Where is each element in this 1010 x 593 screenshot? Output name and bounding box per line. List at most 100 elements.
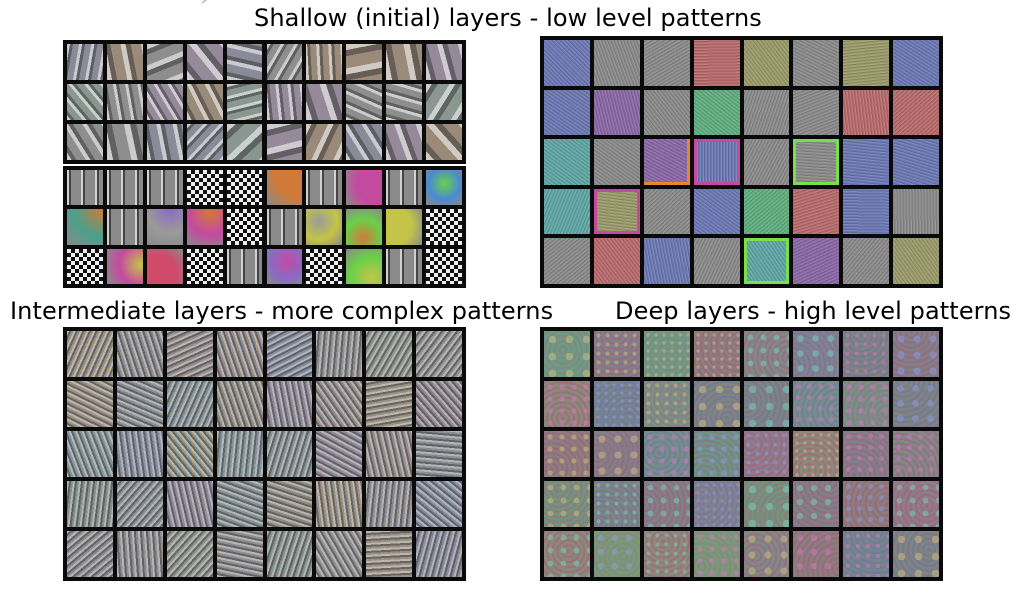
deep-feature-map-tile bbox=[643, 531, 690, 577]
shallow-feature-map-tile bbox=[843, 40, 890, 86]
shallow-feature-map-tile bbox=[843, 238, 890, 284]
intermediate-feature-map-tile bbox=[316, 381, 363, 427]
shallow-feature-map-tile bbox=[793, 188, 840, 235]
shallow-feature-map-tile bbox=[593, 139, 640, 185]
shallow-feature-map-tile bbox=[544, 139, 590, 185]
shallow-color-filter-tile bbox=[346, 248, 383, 284]
shallow-feature-map-tile bbox=[544, 89, 590, 136]
shallow-feature-map-tile bbox=[593, 238, 640, 284]
deep-feature-map-tile bbox=[843, 381, 890, 427]
intermediate-feature-map-tile bbox=[366, 431, 413, 477]
deep-feature-map-tile bbox=[793, 381, 840, 427]
deep-feature-map-tile bbox=[843, 331, 890, 377]
shallow-color-filter-tile bbox=[386, 209, 423, 245]
shallow-feature-map-tile bbox=[643, 40, 690, 86]
shallow-color-filter-tile bbox=[226, 170, 263, 206]
deep-feature-map-tile bbox=[793, 431, 840, 477]
shallow-filter-tile bbox=[306, 124, 343, 160]
shallow-filter-tile bbox=[266, 44, 303, 80]
shallow-filter-tile bbox=[346, 44, 383, 80]
deep-feature-map-tile bbox=[793, 481, 840, 527]
shallow-feature-map-tile bbox=[743, 89, 790, 136]
shallow-color-filter-tile bbox=[106, 209, 143, 245]
deep-feature-map-tile bbox=[843, 481, 890, 527]
shallow-feature-map-tile bbox=[693, 139, 740, 185]
shallow-color-filter-tile bbox=[67, 209, 103, 245]
intermediate-feature-map-tile bbox=[166, 481, 213, 527]
shallow-filter-tile bbox=[346, 124, 383, 160]
intermediate-feature-map-tile bbox=[366, 481, 413, 527]
intermediate-feature-map-tile bbox=[366, 381, 413, 427]
shallow-filter-tile bbox=[226, 44, 263, 80]
shallow-feature-map-tile bbox=[793, 238, 840, 284]
shallow-feature-map-tile bbox=[843, 89, 890, 136]
shallow-feature-map-tile bbox=[843, 188, 890, 235]
intermediate-feature-map-tile bbox=[366, 331, 413, 377]
shallow-color-filter-tile bbox=[426, 170, 462, 206]
deep-feature-map-tile bbox=[693, 481, 740, 527]
intermediate-feature-map-tile bbox=[166, 531, 213, 577]
deep-feature-map-tile bbox=[544, 481, 590, 527]
shallow-filter-tile bbox=[186, 44, 223, 80]
intermediate-feature-map-tile bbox=[116, 531, 163, 577]
shallow-feature-map-tile bbox=[793, 89, 840, 136]
shallow-feature-map-tile bbox=[743, 40, 790, 86]
intermediate-feature-map-tile bbox=[316, 481, 363, 527]
intermediate-feature-map-tile bbox=[266, 331, 313, 377]
shallow-color-filter-tile bbox=[426, 209, 462, 245]
shallow-color-filter-tile bbox=[346, 209, 383, 245]
deep-feature-map-tile bbox=[743, 331, 790, 377]
shallow-color-filter-tile bbox=[186, 248, 223, 284]
shallow-filter-tile bbox=[146, 84, 183, 120]
intermediate-feature-map-tile bbox=[67, 381, 113, 427]
shallow-filter-tile bbox=[67, 84, 103, 120]
shallow-filter-tile bbox=[186, 124, 223, 160]
shallow-feature-map-tile bbox=[693, 238, 740, 284]
shallow-feature-map-tile bbox=[643, 188, 690, 235]
deep-feature-map-tile bbox=[544, 431, 590, 477]
deep-feature-map-tile bbox=[593, 381, 640, 427]
shallow-filter-tile bbox=[226, 124, 263, 160]
shallow-filter-tile bbox=[146, 124, 183, 160]
deep-feature-map-tile bbox=[893, 381, 939, 427]
shallow-filter-tile bbox=[106, 44, 143, 80]
shallow-filter-tile bbox=[106, 124, 143, 160]
shallow-filter-tile bbox=[386, 124, 423, 160]
shallow-feature-map-tile bbox=[593, 89, 640, 136]
intermediate-feature-map-tile bbox=[166, 431, 213, 477]
intermediate-feature-map-tile bbox=[366, 531, 413, 577]
shallow-filter-tile bbox=[266, 124, 303, 160]
deep-feature-map-tile bbox=[893, 481, 939, 527]
stray-mark bbox=[202, 0, 210, 7]
intermediate-feature-map-tile bbox=[216, 381, 263, 427]
deep-feature-map-tile bbox=[643, 481, 690, 527]
deep-feature-map-tile bbox=[893, 331, 939, 377]
intermediate-feature-map-tile bbox=[67, 531, 113, 577]
shallow-filter-tile bbox=[146, 44, 183, 80]
shallow-filter-tile bbox=[386, 44, 423, 80]
shallow-color-filter-tile bbox=[67, 170, 103, 206]
intermediate-feature-map-tile bbox=[416, 481, 462, 527]
shallow-feature-map-tile bbox=[693, 89, 740, 136]
shallow-filter-tile bbox=[306, 84, 343, 120]
shallow-color-filter-tile bbox=[186, 209, 223, 245]
deep-feature-map-tile bbox=[643, 331, 690, 377]
shallow-color-filter-tile bbox=[386, 170, 423, 206]
shallow-feature-map-tile bbox=[893, 188, 939, 235]
shallow-feature-map-tile bbox=[593, 188, 640, 235]
shallow-color-filter-tile bbox=[226, 248, 263, 284]
shallow-filter-tile bbox=[67, 124, 103, 160]
shallow-filter-tile bbox=[106, 84, 143, 120]
shallow-feature-map-tile bbox=[544, 40, 590, 86]
shallow-feature-map-tile bbox=[793, 139, 840, 185]
intermediate-feature-map-tile bbox=[316, 431, 363, 477]
shallow-feature-map-tile bbox=[843, 139, 890, 185]
shallow-filter-tile bbox=[67, 44, 103, 80]
shallow-layers-caption: Shallow (initial) layers - low level pat… bbox=[254, 4, 762, 32]
shallow-feature-map-tile bbox=[544, 238, 590, 284]
shallow-feature-map-tile bbox=[743, 139, 790, 185]
shallow-color-filter-tile bbox=[146, 170, 183, 206]
shallow-color-filter-tile bbox=[266, 209, 303, 245]
shallow-color-filter-tile bbox=[426, 248, 462, 284]
shallow-filter-grid-top bbox=[63, 40, 466, 164]
